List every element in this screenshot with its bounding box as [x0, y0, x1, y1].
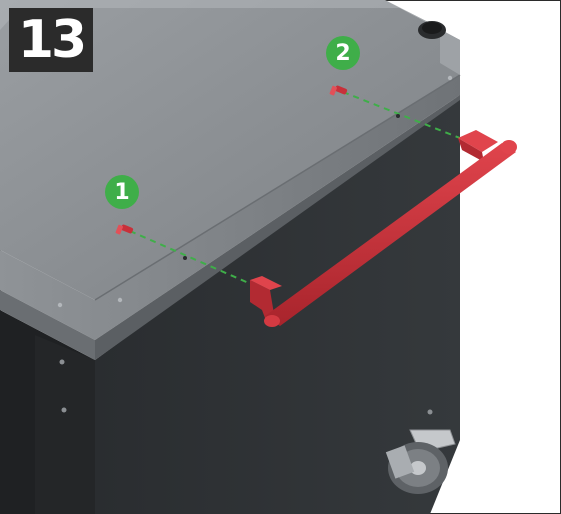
callout-marker-2: 2: [326, 36, 360, 70]
body-screws: [59, 359, 433, 415]
alignment-guide-lines: [129, 91, 471, 289]
screw-icon: [329, 85, 348, 96]
cabinet-front-body: [35, 95, 460, 514]
caster-wheel-icon: [385, 429, 456, 494]
cabinet-top-surface: [0, 0, 461, 360]
handle-bar-icon: [250, 130, 517, 327]
screw-icon: [115, 224, 134, 235]
step-number-badge: 13: [9, 8, 93, 72]
callout-marker-1: 1: [105, 175, 139, 209]
